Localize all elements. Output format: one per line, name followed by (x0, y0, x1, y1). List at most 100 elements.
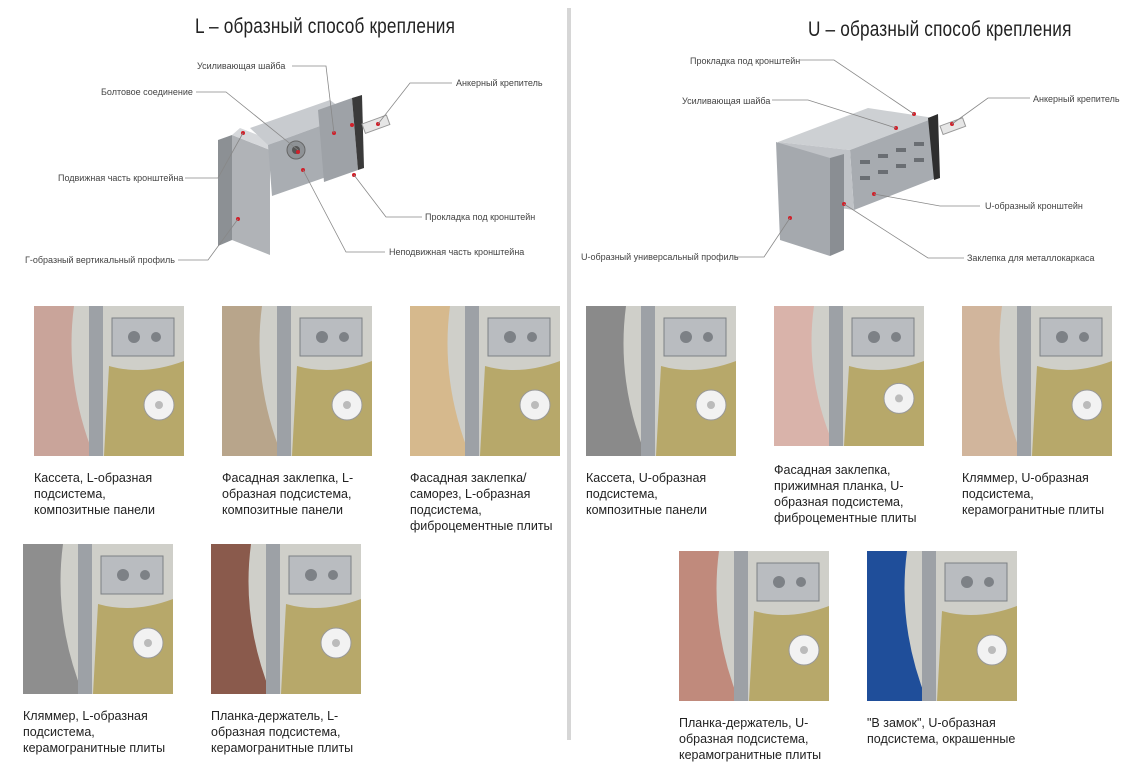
thumbnail-caption: Кассета, L-образная подсистема, композит… (34, 471, 155, 517)
bolt (773, 576, 785, 588)
facade-panel (867, 551, 927, 701)
bracket (288, 555, 352, 595)
thumbnail-caption: Фасадная заклепка/ саморез, L-образная п… (410, 471, 553, 533)
mount-variant-image (410, 306, 560, 456)
thumbnail (774, 306, 924, 456)
bolt (703, 332, 713, 342)
vertical-profile (829, 306, 843, 446)
dowel-center (531, 401, 539, 409)
facade-panel (23, 544, 83, 694)
callout-fixed-part: Неподвижная часть кронштейна (389, 247, 525, 257)
thumbnail-caption: Планка-держатель, L-образная подсистема,… (211, 709, 354, 755)
dowel-center (155, 401, 163, 409)
bolt (527, 332, 537, 342)
bolt (1079, 332, 1089, 342)
bolt (1056, 331, 1068, 343)
bolt (796, 577, 806, 587)
callout-anchor: Анкерный крепитель (456, 78, 543, 88)
bracket (663, 317, 727, 357)
facade-panel (211, 544, 271, 694)
thumbnail (23, 544, 173, 694)
facade-panel (586, 306, 646, 456)
bracket (1039, 317, 1103, 357)
facade-panel (962, 306, 1022, 456)
callout-bolt: Болтовое соединение (101, 87, 193, 97)
vertical-profile (78, 544, 92, 694)
thumbnail (34, 306, 184, 456)
dowel-center (988, 646, 996, 654)
mount-variant-image (211, 544, 361, 694)
callout-pad: Прокладка под кронштейн (425, 212, 536, 222)
bolt (868, 331, 880, 343)
l-bracket-illustration (178, 65, 452, 261)
facade-panel (774, 306, 834, 446)
callout-vertical-profile: Г-образный вертикальный профиль (25, 255, 175, 265)
mount-variant-image (34, 306, 184, 456)
bolt (117, 569, 129, 581)
bolt (961, 576, 973, 588)
thumbnail-caption: Фасадная заклепка, прижимная планка, U-о… (774, 463, 917, 525)
callout-pad: Прокладка под кронштейн (690, 56, 801, 66)
vertical-profile (277, 306, 291, 456)
right-section-title: U – образный способ крепления (808, 18, 1072, 41)
bolt (504, 331, 516, 343)
insulation-layer (844, 361, 924, 446)
facade-panel (679, 551, 739, 701)
mount-variant-image (774, 306, 924, 446)
bracket (944, 562, 1008, 602)
mount-variant-image (867, 551, 1017, 701)
thumbnail (679, 551, 829, 701)
callout-washer: Усиливающая шайба (682, 96, 771, 106)
bolt (140, 570, 150, 580)
dowel-center (144, 639, 152, 647)
bracket (756, 562, 820, 602)
mount-variant-image (222, 306, 372, 456)
thumbnail (410, 306, 560, 456)
mount-variant-image (962, 306, 1112, 456)
facade-panel (222, 306, 282, 456)
bracket (851, 317, 915, 357)
section-divider (567, 8, 571, 740)
facade-panel (410, 306, 470, 456)
dowel-center (895, 394, 903, 403)
bolt (151, 332, 161, 342)
bolt (891, 332, 901, 342)
mount-variant-image (679, 551, 829, 701)
thumbnail (222, 306, 372, 456)
thumbnail-caption: Кляммер, L-образная подсистема, керамогр… (23, 709, 166, 755)
vertical-profile (734, 551, 748, 701)
thumbnail (962, 306, 1112, 456)
vertical-profile (465, 306, 479, 456)
bracket (111, 317, 175, 357)
callout-universal-profile: U-образный универсальный профиль (581, 252, 739, 262)
bolt (316, 331, 328, 343)
dowel-center (332, 639, 340, 647)
thumbnail-caption: "В замок", U-образная подсистема, окраше… (867, 716, 1016, 746)
bracket (487, 317, 551, 357)
mount-variant-image (23, 544, 173, 694)
thumbnail (586, 306, 736, 456)
vertical-profile (266, 544, 280, 694)
callout-anchor: Анкерный крепитель (1033, 94, 1120, 104)
thumbnail (211, 544, 361, 694)
callout-u-bracket: U-образный кронштейн (985, 201, 1083, 211)
vertical-profile (922, 551, 936, 701)
callout-rivet: Заклепка для металлокаркаса (967, 253, 1095, 263)
u-bracket-illustration (734, 59, 1030, 259)
thumbnail (867, 551, 1017, 701)
thumbnail-caption: Кляммер, U-образная подсистема, керамогр… (962, 471, 1105, 517)
bolt (305, 569, 317, 581)
vertical-profile (641, 306, 655, 456)
left-section-title: L – образный способ крепления (195, 15, 456, 38)
thumbnail-caption: Фасадная заклепка, L-образная подсистема… (222, 471, 354, 517)
dowel-center (1083, 401, 1091, 409)
thumbnail-caption: Кассета, U-образная подсистема, композит… (586, 471, 707, 517)
dowel-center (800, 646, 808, 654)
dowel-center (343, 401, 351, 409)
vertical-profile (89, 306, 103, 456)
bolt (680, 331, 692, 343)
callout-movable-part: Подвижная часть кронштейна (58, 173, 184, 183)
dowel-center (707, 401, 715, 409)
bolt (128, 331, 140, 343)
bolt (328, 570, 338, 580)
